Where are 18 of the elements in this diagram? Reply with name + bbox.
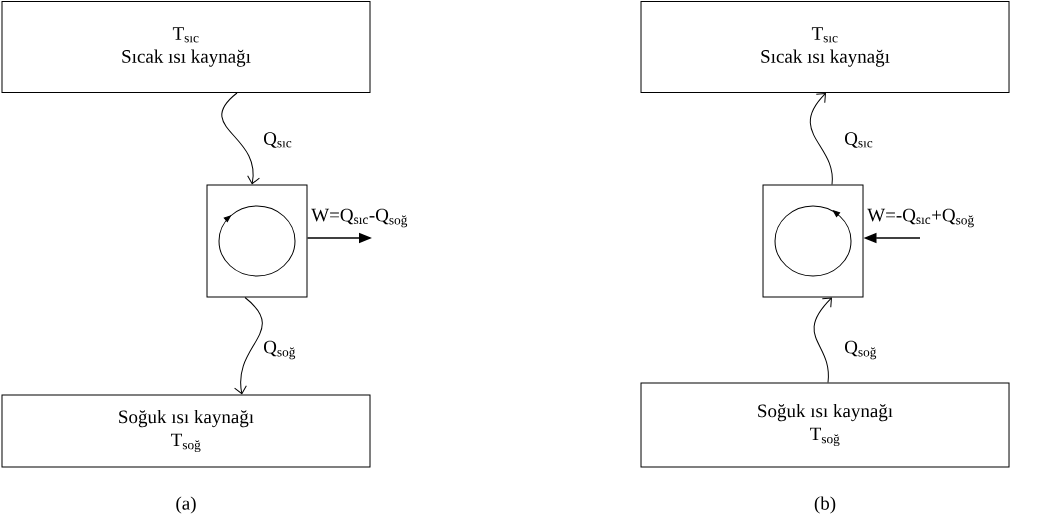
edge-label: W=-Q$_{sıc}$+Q$_{soğ}$ <box>867 208 974 228</box>
source-box: T$_{sıc}$ Sıcak ısı kaynağı <box>640 1 1010 93</box>
source-box: Soğuk ısı kaynağı T$_{soğ}$ <box>1 394 371 468</box>
source-box: T$_{sıc}$ Sıcak ısı kaynağı <box>1 1 371 93</box>
heat-arrow <box>809 93 833 185</box>
heat-arrow <box>221 92 260 185</box>
panel-caption: (a) <box>176 496 196 514</box>
heat-arrow <box>813 297 832 383</box>
engine-box <box>206 184 308 298</box>
panel-caption: (b) <box>814 496 836 514</box>
edge-label: Q$_{sıc}$ <box>264 132 292 148</box>
edge-label: Q$_{soğ}$ <box>264 340 296 360</box>
edge-label: Q$_{sıc}$ <box>845 132 873 148</box>
source-box: Soğuk ısı kaynağı T$_{soğ}$ <box>640 382 1010 468</box>
edge-label: W=Q$_{sıc}$-Q$_{soğ}$ <box>311 208 408 228</box>
heat-arrow <box>234 297 263 395</box>
edge-label: Q$_{soğ}$ <box>845 340 877 360</box>
engine-box <box>762 184 864 298</box>
